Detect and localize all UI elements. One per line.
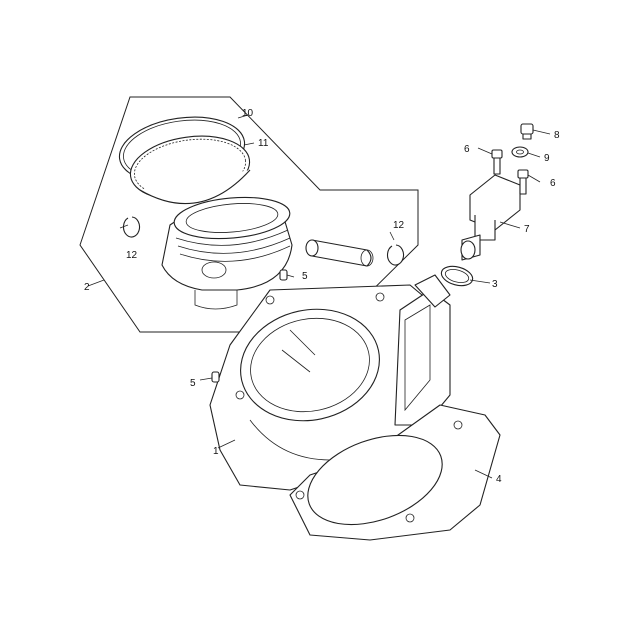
callout-11: 11 [258,138,269,149]
piston-group-frame [79,96,419,333]
callout-8: 8 [554,130,560,141]
piston [161,196,293,310]
leader-lines [87,114,551,479]
callout-5-top: 5 [302,271,308,282]
callout-9: 9 [544,153,550,164]
piston-pin [305,239,374,267]
dowel-pin-top [279,269,288,281]
base-gasket [289,404,501,541]
callout-6-right: 6 [550,178,556,189]
callout-3: 3 [492,279,498,290]
circlip-left [122,216,141,238]
screw-right [517,169,529,195]
screw-left [491,149,503,175]
callouts: 10 11 12 12 2 5 5 1 3 4 7 6 6 8 9 [84,108,560,485]
circlip-right [386,244,405,266]
callout-2: 2 [84,282,90,293]
callout-1: 1 [213,446,219,457]
screw-top [520,123,534,140]
piston-rings [118,116,251,205]
callout-4: 4 [496,474,502,485]
callout-12-left: 12 [126,250,138,261]
callout-7: 7 [524,224,530,235]
callout-6-left: 6 [464,144,470,155]
callout-5-left: 5 [190,378,196,389]
sealing-ring [440,265,474,287]
washer [511,146,529,158]
chain-tensioner [460,174,521,261]
dowel-pin-left [211,371,220,383]
callout-10: 10 [242,108,254,119]
callout-12-right: 12 [393,220,405,231]
